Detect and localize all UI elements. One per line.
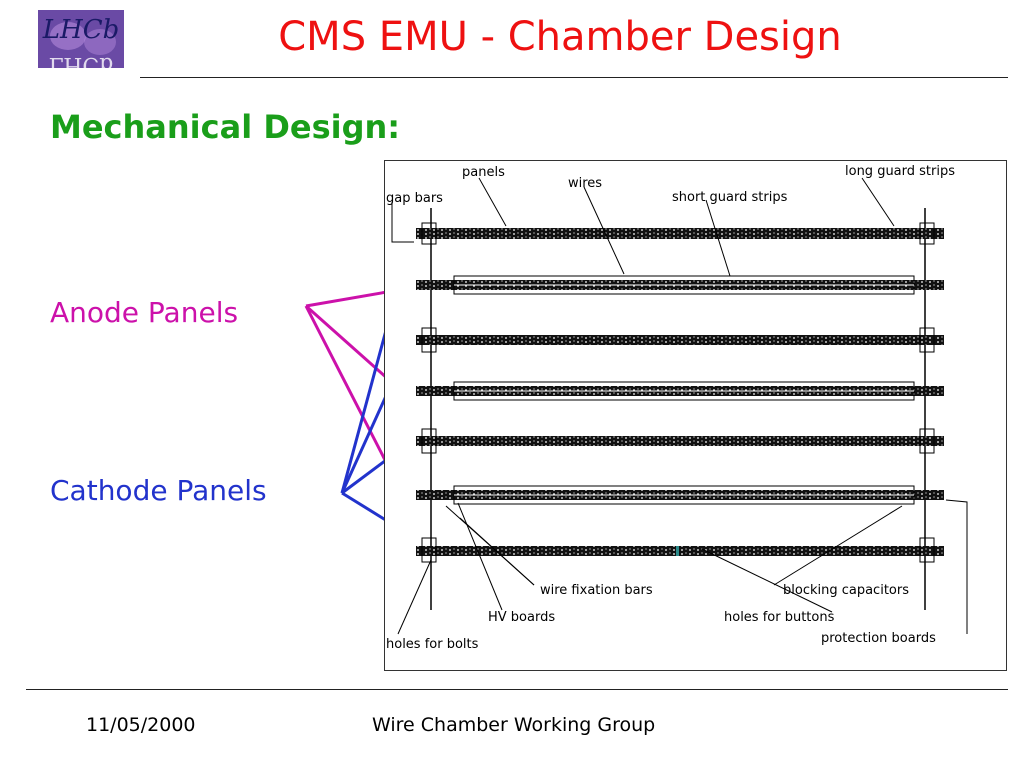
lhcb-logo: LHCb LHCb <box>38 10 124 68</box>
anode-panel <box>416 381 944 401</box>
label-panels: panels <box>462 165 505 180</box>
cathode-panels-label: Cathode Panels <box>50 474 267 507</box>
diagram-frame <box>384 160 1007 671</box>
logo-text: LHCb <box>42 15 119 45</box>
lhcb-logo-graphic: LHCb LHCb <box>38 10 124 68</box>
header-divider <box>140 77 1008 78</box>
footer-date: 11/05/2000 <box>86 714 196 736</box>
chamber-diagram: panels wires long guard strips gap bars … <box>384 160 1007 671</box>
section-subtitle: Mechanical Design: <box>50 108 401 146</box>
cathode-panel <box>416 428 944 454</box>
label-blocking-capacitors: blocking capacitors <box>783 583 909 598</box>
anode-panel <box>416 485 944 505</box>
leader-lines <box>391 177 968 635</box>
label-holes-for-bolts: holes for bolts <box>386 637 479 652</box>
label-holes-for-buttons: holes for buttons <box>724 610 835 625</box>
label-wires: wires <box>568 176 602 191</box>
chamber-diagram-svg: panels wires long guard strips gap bars … <box>384 160 1007 671</box>
label-gap-bars: gap bars <box>386 191 443 206</box>
label-short-guard-strips: short guard strips <box>672 190 788 205</box>
cathode-panel <box>416 222 944 245</box>
cathode-panel <box>416 537 944 563</box>
anode-panel <box>416 275 944 295</box>
anode-panels-label: Anode Panels <box>50 296 239 329</box>
cathode-panel <box>416 327 944 353</box>
footer-group: Wire Chamber Working Group <box>372 714 656 736</box>
page-title: CMS EMU - Chamber Design <box>278 14 842 60</box>
label-protection-boards: protection boards <box>821 631 936 646</box>
svg-text:LHCb: LHCb <box>49 52 114 68</box>
label-hv-boards: HV boards <box>488 610 555 625</box>
label-wire-fixation-bars: wire fixation bars <box>540 583 653 598</box>
label-long-guard-strips: long guard strips <box>845 164 955 179</box>
footer-divider <box>26 689 1008 690</box>
